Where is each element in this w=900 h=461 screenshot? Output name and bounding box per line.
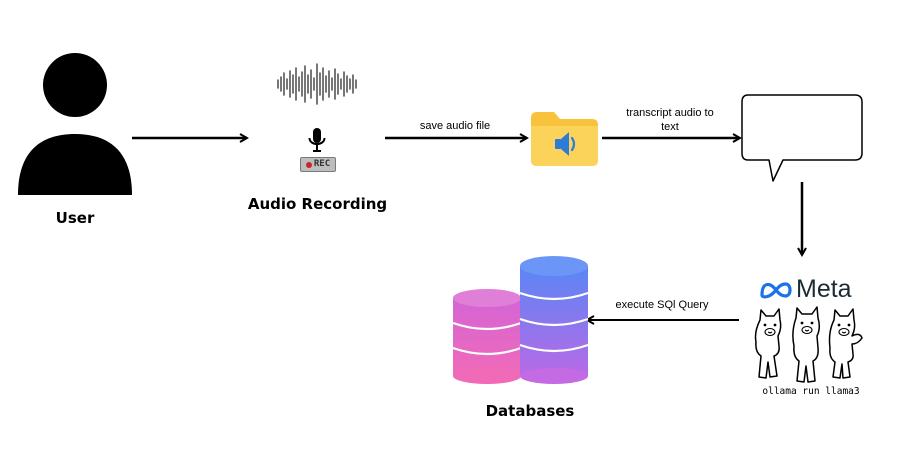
llama-group-icon bbox=[754, 306, 863, 383]
meta-logo-text: Meta bbox=[796, 275, 852, 303]
audio-recording-label: Audio Recording bbox=[247, 195, 388, 213]
microphone-icon bbox=[308, 128, 326, 152]
person-silhouette-icon bbox=[18, 53, 132, 195]
meta-infinity-logo-icon bbox=[760, 282, 792, 299]
save-audio-label: save audio file bbox=[419, 120, 491, 132]
execute-sql-label: execute SQl Query bbox=[615, 299, 709, 311]
rec-dot-icon bbox=[305, 161, 312, 168]
speaker-icon bbox=[555, 132, 576, 156]
audio-waveform-icon bbox=[277, 63, 357, 105]
user-node bbox=[15, 52, 135, 202]
transcript-label-line2: text bbox=[661, 121, 679, 133]
databases-label: Databases bbox=[485, 402, 575, 420]
rec-text: REC bbox=[313, 159, 331, 169]
audio-folder-icon bbox=[531, 112, 598, 166]
speech-bubble-icon bbox=[741, 94, 863, 182]
user-label: User bbox=[55, 209, 95, 227]
transcript-label-line1: transcript audio to bbox=[626, 107, 714, 119]
rec-badge: REC bbox=[300, 157, 336, 172]
ollama-command: ollama run llama3 bbox=[762, 386, 860, 397]
database-stack-icon bbox=[452, 256, 589, 384]
